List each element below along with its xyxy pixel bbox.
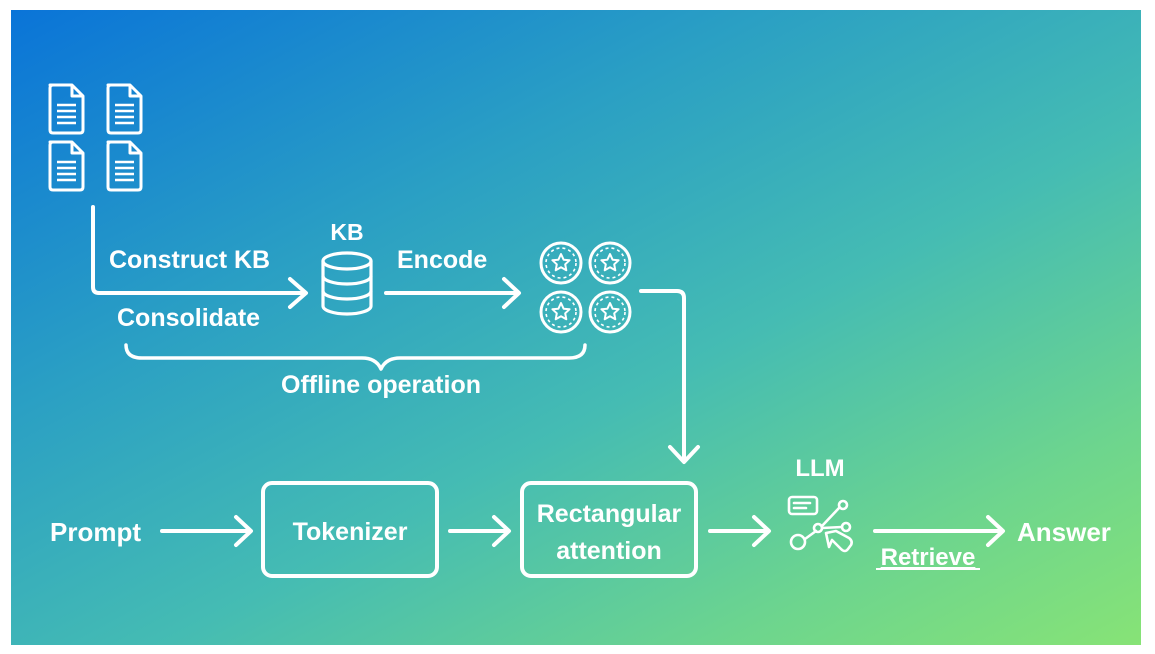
- offline-brace: [124, 343, 587, 371]
- rectangular-attention-label-line2: attention: [556, 537, 662, 565]
- rectangular-attention-box: [520, 481, 698, 578]
- arrow-docs-to-kb: [91, 205, 307, 295]
- tokenizer-box: [261, 481, 439, 578]
- arrow-kb-to-encode-head: [502, 277, 521, 309]
- star-coin-icon: [588, 241, 632, 285]
- document-icon: [48, 140, 85, 192]
- consolidate-label: Consolidate: [117, 304, 260, 332]
- arrow-attention-to-llm-head: [752, 515, 771, 547]
- documents-group: [48, 83, 143, 192]
- database-icon: [321, 251, 373, 316]
- llm-label: LLM: [795, 455, 844, 482]
- arrow-llm-to-answer-head: [986, 515, 1005, 547]
- arrow-docs-to-kb-head: [288, 277, 308, 309]
- star-coin-icon: [539, 290, 583, 334]
- retrieve-label: Retrieve: [881, 544, 976, 571]
- encodings-group: [539, 241, 632, 334]
- star-coin-icon: [588, 290, 632, 334]
- arrow-encodings-to-attention-head: [668, 445, 700, 464]
- construct-kb-label: Construct KB: [109, 246, 270, 274]
- kb-label: KB: [330, 219, 363, 245]
- diagram-background: [11, 10, 1141, 645]
- prompt-label: Prompt: [50, 517, 141, 547]
- document-icon: [106, 140, 143, 192]
- tokenizer-label: Tokenizer: [293, 518, 408, 546]
- arrow-tokenizer-to-attention-head: [492, 515, 511, 547]
- encode-label: Encode: [397, 246, 487, 274]
- document-icon: [106, 83, 143, 135]
- answer-label: Answer: [1017, 517, 1111, 547]
- document-icon: [48, 83, 85, 135]
- rectangular-attention-label-line1: Rectangular: [537, 500, 682, 528]
- arrow-encodings-to-attention: [639, 289, 686, 462]
- arrow-prompt-to-tokenizer-head: [234, 515, 253, 547]
- star-coin-icon: [539, 241, 583, 285]
- offline-operation-label: Offline operation: [281, 371, 481, 399]
- llm-network-icon: [787, 495, 853, 553]
